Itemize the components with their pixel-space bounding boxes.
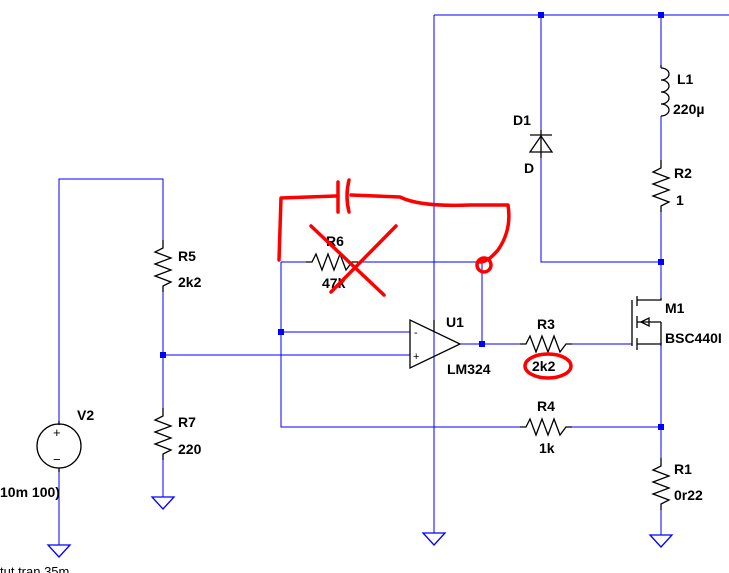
r2-value: 1 [676,192,684,208]
node-minus [278,329,284,335]
l1-name: L1 [677,71,694,87]
annotation-node-circle [475,256,493,274]
r1-value: 0r22 [674,487,703,503]
node-l1-top [658,12,664,18]
node-r4 [658,424,664,430]
annotation-cap-plate-2 [345,178,351,214]
r2-name: R2 [674,165,692,181]
v2-name: V2 [77,407,94,423]
mosfet-m1[interactable] [631,296,662,350]
r7-name: R7 [178,414,196,430]
junction-nodes [160,12,664,430]
resistor-r5[interactable] [153,240,173,292]
annotation-r3-circle [523,352,573,380]
m1-name: M1 [665,300,685,316]
resistor-r4[interactable] [520,417,572,437]
r3-name: R3 [537,316,555,332]
node-d1-top [538,12,544,18]
inductor-l1[interactable] [660,65,670,117]
v2-plus-sign: + [53,425,61,440]
node-drain [658,259,664,265]
resistor-r6[interactable] [306,252,358,272]
ground-center [421,532,447,546]
u1-name: U1 [446,314,464,330]
resistor-r7[interactable] [153,408,173,460]
annotation-cap-wire-right [349,193,511,264]
wire-v2-r5[interactable] [58,178,164,425]
voltage-source-v2[interactable] [36,421,82,472]
spice-directive-text: tut tran 35m [0,564,69,573]
wires [58,14,729,545]
wire-feedback-left[interactable] [280,262,520,428]
annotation-cross-a [309,224,386,297]
r4-value: 1k [539,440,555,456]
opamp-u1[interactable] [409,318,462,370]
m1-value: BSC440I [665,330,722,346]
r5-value: 2k2 [178,274,202,290]
node-divider [160,352,166,358]
v2-minus-sign: − [53,452,61,467]
r6-value: 47k [322,275,346,291]
red-annotations [277,178,573,380]
r7-value: 220 [178,441,202,457]
ground-v2 [46,544,72,558]
resistor-r1[interactable] [651,458,671,510]
l1-value: 220µ [673,101,704,117]
d1-value: D [524,160,534,176]
r1-name: R1 [674,461,692,477]
opamp-minus-sign: - [414,327,418,339]
v2-value: 10m 100) [0,484,60,500]
wire-d1-bottom[interactable] [540,158,661,263]
resistor-r2[interactable] [651,160,671,212]
r5-name: R5 [178,248,196,264]
annotation-cross-b [329,224,398,294]
r3-value: 2k2 [532,358,556,374]
node-output [479,341,485,347]
diode-d1[interactable] [528,130,554,158]
r4-name: R4 [537,398,555,414]
ground-r7 [150,496,176,510]
annotation-cap-wire-left [277,194,338,262]
resistor-r3[interactable] [520,334,572,354]
u1-value: LM324 [447,361,491,377]
ground-r1 [648,534,674,548]
opamp-plus-sign: + [413,351,419,363]
d1-name: D1 [513,112,531,128]
